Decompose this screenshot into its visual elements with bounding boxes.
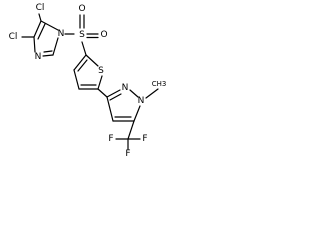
bond-c5-n1	[40, 20, 59, 31]
bond-c5-cl	[38, 13, 42, 22]
atom-methyl: CH3	[152, 80, 167, 88]
atom-n-pyrazole-1: N	[138, 96, 145, 106]
bond-c2-n3	[42, 54, 54, 57]
bond-n1-methyl	[145, 88, 159, 99]
atom-s-sulfonyl: S	[79, 30, 85, 40]
atom-cl-left: Cl	[9, 32, 18, 42]
atom-n-imidazole-3: N	[35, 52, 42, 62]
bond-c5-c4-double	[37, 23, 46, 40]
atom-n-imidazole-1: N	[58, 29, 65, 39]
atom-cl-top: Cl	[36, 3, 45, 13]
bond-s-thiophene	[81, 41, 87, 56]
atom-f-top: F	[142, 134, 147, 144]
atom-f-bottom: F	[125, 149, 130, 159]
bond-c2-n3-double	[43, 50, 53, 53]
bond-t-s-c5	[97, 75, 103, 90]
atom-s-thiophene: S	[98, 66, 104, 76]
bond-p-c4-c3	[106, 96, 114, 122]
atom-o-sulfonyl-1: O	[78, 4, 85, 14]
atom-labels: Cl Cl N N S O O S N N CH3 F F F	[9, 3, 167, 159]
bond-t-c3-c2-double	[77, 59, 88, 72]
atom-n-pyrazole-2: N	[122, 83, 129, 93]
bond-n1-c2	[52, 37, 59, 56]
bond-c5-c4	[33, 20, 42, 38]
bond-thiophene-pyrazole	[97, 88, 108, 98]
atom-o-sulfonyl-2: O	[100, 30, 107, 40]
molecule-structure-diagram: Cl Cl N N S O O S N N CH3 F F F	[9, 3, 167, 159]
bond-n3-c4	[33, 36, 36, 53]
bond-t-c3-c2	[73, 54, 87, 71]
bond-p-c3-n2	[106, 89, 121, 98]
bond-t-c4-c3	[73, 69, 80, 90]
bond-p-c3-n2-double	[109, 93, 122, 101]
atom-f-left: F	[108, 134, 113, 144]
bond-c5-cf3	[127, 120, 135, 140]
bonds	[21, 13, 159, 150]
bond-p-n2-n1	[129, 89, 139, 98]
bond-p-n1-c5	[133, 105, 141, 122]
bond-t-c2-s	[85, 54, 99, 67]
